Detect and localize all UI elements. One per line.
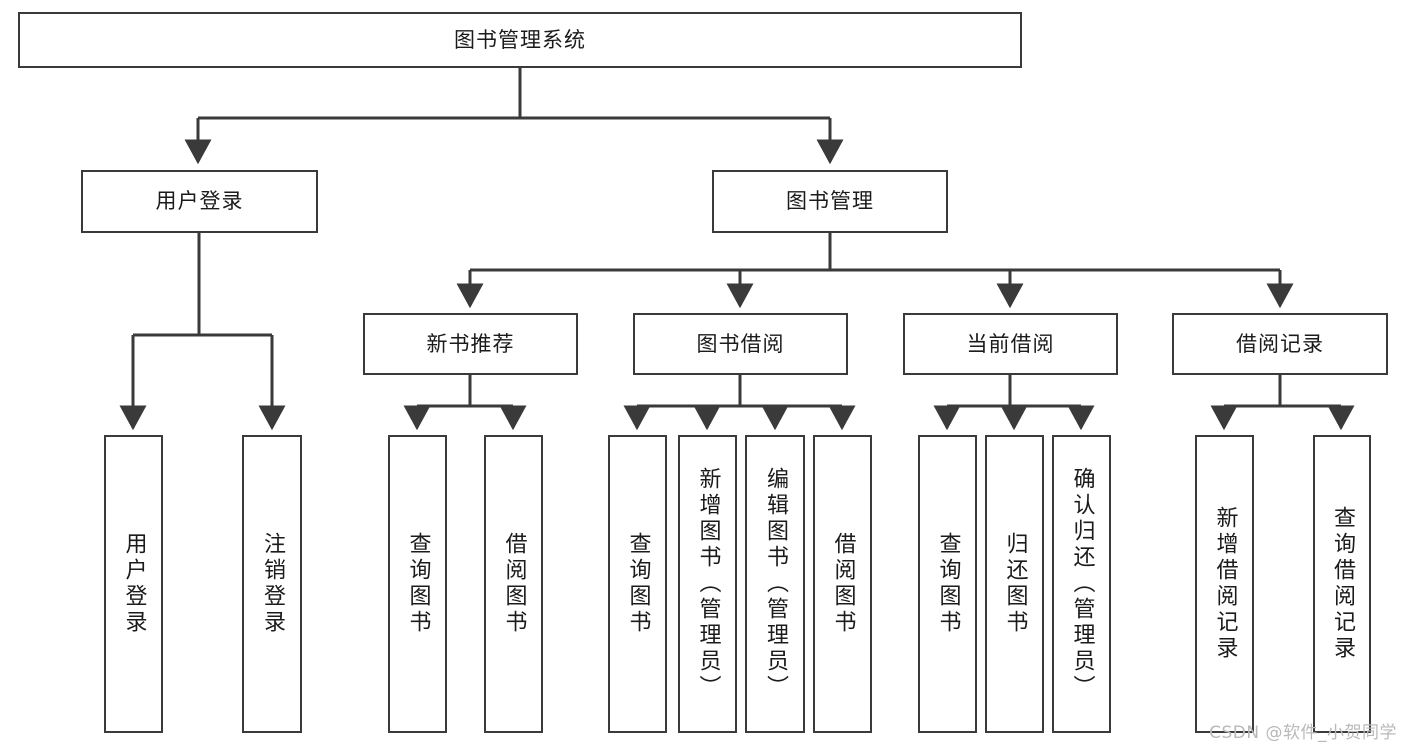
- leaf-book-borrow-add-label: 新增图书（管理员）: [695, 467, 721, 701]
- leaf-current-borrow-return[interactable]: 归还图书: [985, 435, 1044, 733]
- leaf-current-borrow-query[interactable]: 查询图书: [918, 435, 977, 733]
- leaf-user-login-signout-label: 注销登录: [260, 532, 285, 636]
- leaf-new-book-borrow[interactable]: 借阅图书: [484, 435, 543, 733]
- node-current-borrow-label: 当前借阅: [966, 331, 1055, 356]
- leaf-current-borrow-confirm-label: 确认归还（管理员）: [1069, 467, 1095, 701]
- node-book-management-label: 图书管理: [786, 189, 874, 214]
- leaf-book-borrow-add[interactable]: 新增图书（管理员）: [678, 435, 737, 733]
- node-borrow-record-label: 借阅记录: [1236, 331, 1324, 356]
- leaf-user-login-signin-label: 用户登录: [121, 532, 147, 636]
- leaf-borrow-record-query-label: 查询借阅记录: [1330, 506, 1355, 662]
- node-root-label: 图书管理系统: [454, 27, 586, 52]
- leaf-book-borrow-lend[interactable]: 借阅图书: [813, 435, 872, 733]
- watermark: CSDN @软件_小贺同学: [1209, 723, 1397, 743]
- leaf-borrow-record-add[interactable]: 新增借阅记录: [1195, 435, 1254, 733]
- leaf-borrow-record-query[interactable]: 查询借阅记录: [1313, 435, 1371, 733]
- node-current-borrow[interactable]: 当前借阅: [903, 313, 1118, 375]
- node-user-login[interactable]: 用户登录: [81, 170, 318, 233]
- node-root[interactable]: 图书管理系统: [18, 12, 1022, 68]
- leaf-user-login-signin[interactable]: 用户登录: [104, 435, 163, 733]
- node-user-login-label: 用户登录: [155, 189, 244, 214]
- leaf-new-book-query-label: 查询图书: [405, 532, 431, 636]
- leaf-new-book-borrow-label: 借阅图书: [501, 532, 527, 636]
- node-new-book-recommend-label: 新书推荐: [426, 331, 515, 356]
- leaf-current-borrow-return-label: 归还图书: [1002, 532, 1028, 636]
- leaf-book-borrow-edit[interactable]: 编辑图书（管理员）: [745, 435, 805, 733]
- leaf-user-login-signout[interactable]: 注销登录: [242, 435, 302, 733]
- node-borrow-record[interactable]: 借阅记录: [1172, 313, 1388, 375]
- leaf-book-borrow-query-label: 查询图书: [625, 532, 651, 636]
- leaf-current-borrow-query-label: 查询图书: [935, 532, 961, 636]
- leaf-book-borrow-lend-label: 借阅图书: [830, 532, 856, 636]
- leaf-current-borrow-confirm[interactable]: 确认归还（管理员）: [1052, 435, 1111, 733]
- leaf-book-borrow-query[interactable]: 查询图书: [608, 435, 667, 733]
- leaf-book-borrow-edit-label: 编辑图书（管理员）: [763, 467, 788, 701]
- node-new-book-recommend[interactable]: 新书推荐: [363, 313, 578, 375]
- node-book-borrow-label: 图书借阅: [696, 331, 785, 356]
- leaf-borrow-record-add-label: 新增借阅记录: [1212, 506, 1238, 662]
- node-book-borrow[interactable]: 图书借阅: [633, 313, 848, 375]
- leaf-new-book-query[interactable]: 查询图书: [388, 435, 447, 733]
- node-book-management[interactable]: 图书管理: [712, 170, 948, 233]
